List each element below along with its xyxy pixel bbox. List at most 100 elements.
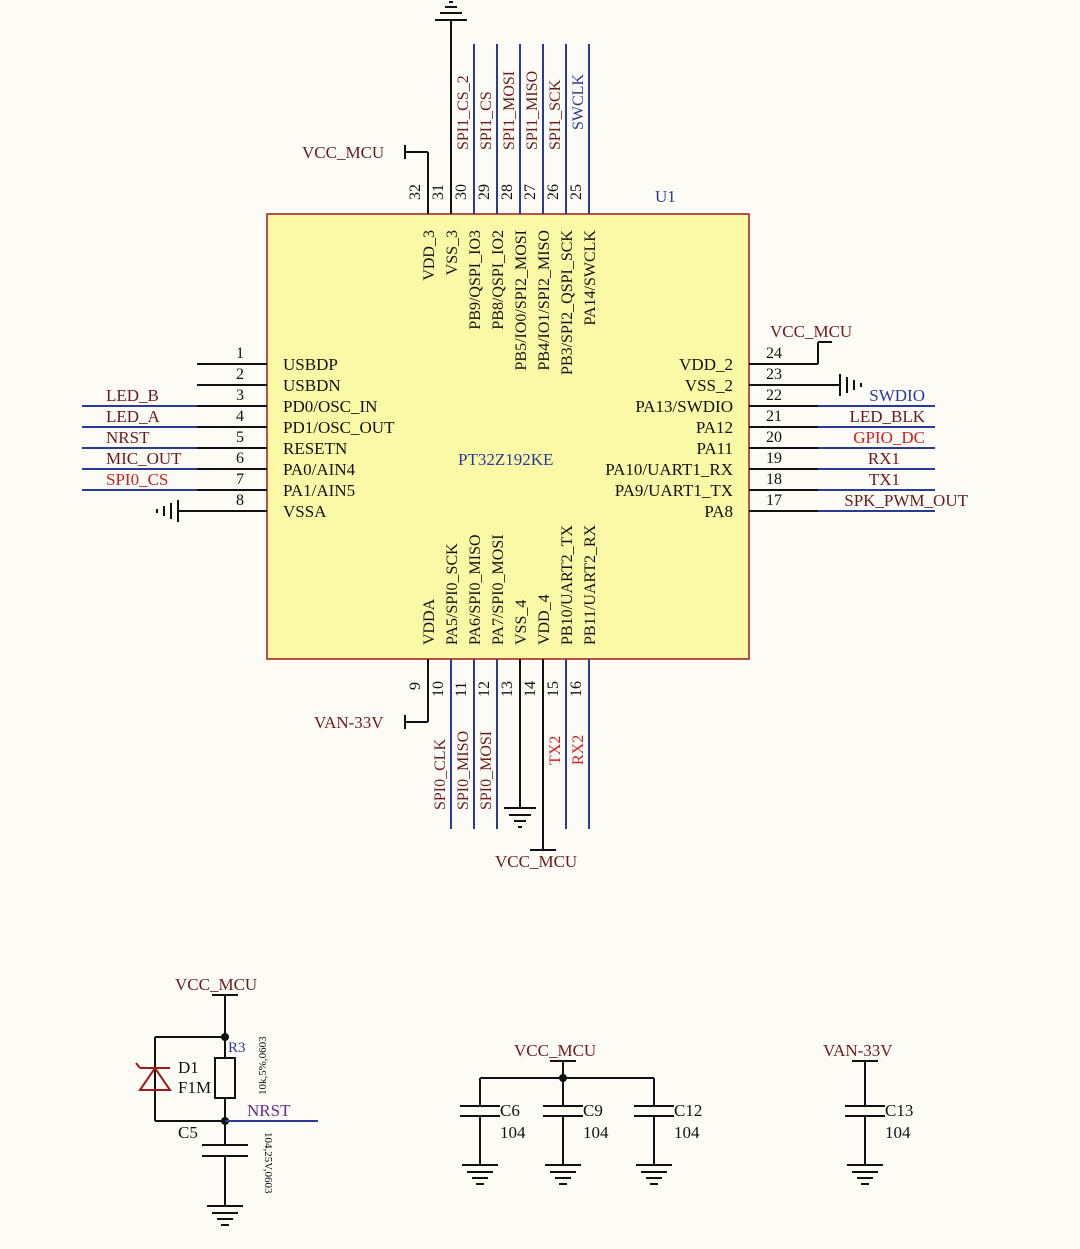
net-label-spi1-miso: SPI1_MISO bbox=[524, 71, 541, 150]
diode-d1 bbox=[135, 1062, 172, 1091]
pin-number: 27 bbox=[522, 184, 539, 200]
net-label-rx1: RX1 bbox=[868, 449, 900, 468]
ground-symbol bbox=[435, 1, 467, 21]
pin-number: 6 bbox=[236, 450, 244, 467]
net-label-spi1-cs-2: SPI1_CS_2 bbox=[455, 75, 472, 150]
ground-symbol bbox=[839, 374, 862, 396]
pin-name: PA12 bbox=[696, 418, 733, 437]
pin-name: PA11 bbox=[696, 439, 733, 458]
ground-symbol bbox=[504, 807, 536, 828]
pin-number: 24 bbox=[766, 345, 782, 362]
net-label-spi0-clk: SPI0_CLK bbox=[432, 738, 449, 810]
pin-number: 5 bbox=[236, 429, 244, 446]
vcc-mcu-label-right: VCC_MCU bbox=[770, 322, 852, 341]
reset-circuit: VCC_MCU R3 10k,5%,0603 D1 F1M NRST C5 10… bbox=[135, 975, 318, 1226]
c13-value: 104 bbox=[885, 1123, 911, 1142]
pin-number: 20 bbox=[766, 429, 782, 446]
net-label-spi1-mosi: SPI1_MOSI bbox=[501, 71, 518, 150]
vcc-mcu-label-top: VCC_MCU bbox=[302, 143, 384, 162]
pin-name: PB11/UART2_RX bbox=[582, 524, 599, 645]
resistor-r3 bbox=[214, 1057, 236, 1099]
net-label-spk-pwm-out: SPK_PWM_OUT bbox=[844, 491, 968, 510]
van-33v-label-bottom: VAN-33V bbox=[314, 713, 384, 732]
left-pins: 1 2 3 4 5 6 7 8 USBDP USBDN PD0/OSC_IN P… bbox=[82, 345, 395, 522]
pin-number: 9 bbox=[407, 682, 424, 690]
pin-name: RESETN bbox=[283, 439, 347, 458]
ground-symbol bbox=[156, 500, 179, 522]
ground-symbol bbox=[545, 1164, 581, 1185]
pin-number: 10 bbox=[430, 681, 447, 697]
pin-number: 19 bbox=[766, 450, 782, 467]
c5-value: 104,25V,0603 bbox=[262, 1132, 274, 1194]
c5-ref: C5 bbox=[178, 1123, 198, 1142]
pin-number: 14 bbox=[522, 681, 539, 697]
net-label-spi0-cs: SPI0_CS bbox=[106, 470, 168, 489]
chip-part: PT32Z192KE bbox=[458, 450, 553, 469]
pin-number: 18 bbox=[766, 471, 782, 488]
c9-value: 104 bbox=[583, 1123, 609, 1142]
pin-number: 11 bbox=[453, 682, 470, 697]
c6-ref: C6 bbox=[500, 1101, 520, 1120]
pin-number: 12 bbox=[476, 681, 493, 697]
pin-name: VSSA bbox=[283, 502, 327, 521]
pin-name: VSS_2 bbox=[685, 376, 733, 395]
vcc-mcu-label-bottom: VCC_MCU bbox=[495, 852, 577, 871]
pin-number: 1 bbox=[236, 345, 244, 362]
pin-name: PA13/SWDIO bbox=[635, 397, 733, 416]
pin-name: PB3/SPI2_QSPI_SCK bbox=[559, 230, 576, 375]
pin-number: 29 bbox=[476, 184, 493, 200]
pin-name: PD1/OSC_OUT bbox=[283, 418, 395, 437]
net-label-tx1: TX1 bbox=[869, 470, 900, 489]
pin-name: VDD_4 bbox=[536, 594, 553, 645]
van-33v-label-c13: VAN-33V bbox=[823, 1041, 893, 1060]
vcc-mcu-label-reset: VCC_MCU bbox=[175, 975, 257, 994]
pin-name: PA7/SPI0_MOSI bbox=[490, 534, 507, 645]
pin-number: 23 bbox=[766, 366, 782, 383]
pin-name: PA5/SPI0_SCK bbox=[444, 543, 461, 645]
net-label-spi1-sck: SPI1_SCK bbox=[547, 79, 564, 150]
decoupling-caps: VCC_MCU C6 104 C9 104 bbox=[460, 1041, 913, 1185]
pin-number: 30 bbox=[453, 184, 470, 200]
pin-name: VDD_2 bbox=[679, 355, 733, 374]
net-label-swclk: SWCLK bbox=[570, 74, 587, 130]
pin-number: 16 bbox=[568, 681, 585, 697]
pin-number: 31 bbox=[430, 184, 447, 200]
c6-value: 104 bbox=[500, 1123, 526, 1142]
pin-number: 3 bbox=[236, 387, 244, 404]
net-label-spi0-mosi: SPI0_MOSI bbox=[478, 731, 495, 810]
pin-name: PA8 bbox=[704, 502, 733, 521]
pin-number: 17 bbox=[766, 492, 782, 509]
c9-ref: C9 bbox=[583, 1101, 603, 1120]
pin-name: USBDP bbox=[283, 355, 338, 374]
pin-name: VDDA bbox=[421, 598, 438, 645]
pin-name: PD0/OSC_IN bbox=[283, 397, 377, 416]
net-label-swdio: SWDIO bbox=[869, 386, 925, 405]
net-label-spi0-miso: SPI0_MISO bbox=[455, 731, 472, 810]
net-label-gpio-dc: GPIO_DC bbox=[853, 428, 925, 447]
right-pins: VCC_MCU 24 23 22 21 20 19 18 17 VDD_2 VS… bbox=[605, 322, 968, 521]
top-pins: VCC_MCU 32 31 30 29 28 27 26 25 VDD_3 VS… bbox=[302, 1, 599, 375]
pin-number: 13 bbox=[499, 681, 516, 697]
pin-name: PB5/IO0/SPI2_MOSI bbox=[513, 230, 530, 370]
pin-number: 25 bbox=[568, 184, 585, 200]
pin-number: 2 bbox=[236, 366, 244, 383]
pin-number: 4 bbox=[236, 408, 244, 425]
c12-value: 104 bbox=[674, 1123, 700, 1142]
ground-symbol bbox=[636, 1164, 672, 1185]
net-label-spi1-cs: SPI1_CS bbox=[478, 91, 495, 150]
net-label-mic-out: MIC_OUT bbox=[106, 449, 182, 468]
nrst-label-reset: NRST bbox=[247, 1101, 291, 1120]
pin-name: PB10/UART2_TX bbox=[559, 525, 576, 645]
pin-name: PA9/UART1_TX bbox=[615, 481, 733, 500]
bottom-pins: VAN-33V VCC_MCU 9 10 11 12 13 14 15 16 V… bbox=[314, 524, 599, 871]
pin-name: PA1/AIN5 bbox=[283, 481, 355, 500]
pin-number: 8 bbox=[236, 492, 244, 509]
d1-ref: D1 bbox=[178, 1058, 199, 1077]
net-label-rx2: RX2 bbox=[570, 735, 587, 765]
d1-value: F1M bbox=[178, 1078, 211, 1097]
pin-number: 32 bbox=[407, 184, 424, 200]
pin-name: PA10/UART1_RX bbox=[605, 460, 733, 479]
net-label-led-b: LED_B bbox=[106, 386, 159, 405]
ground-symbol bbox=[207, 1205, 243, 1226]
